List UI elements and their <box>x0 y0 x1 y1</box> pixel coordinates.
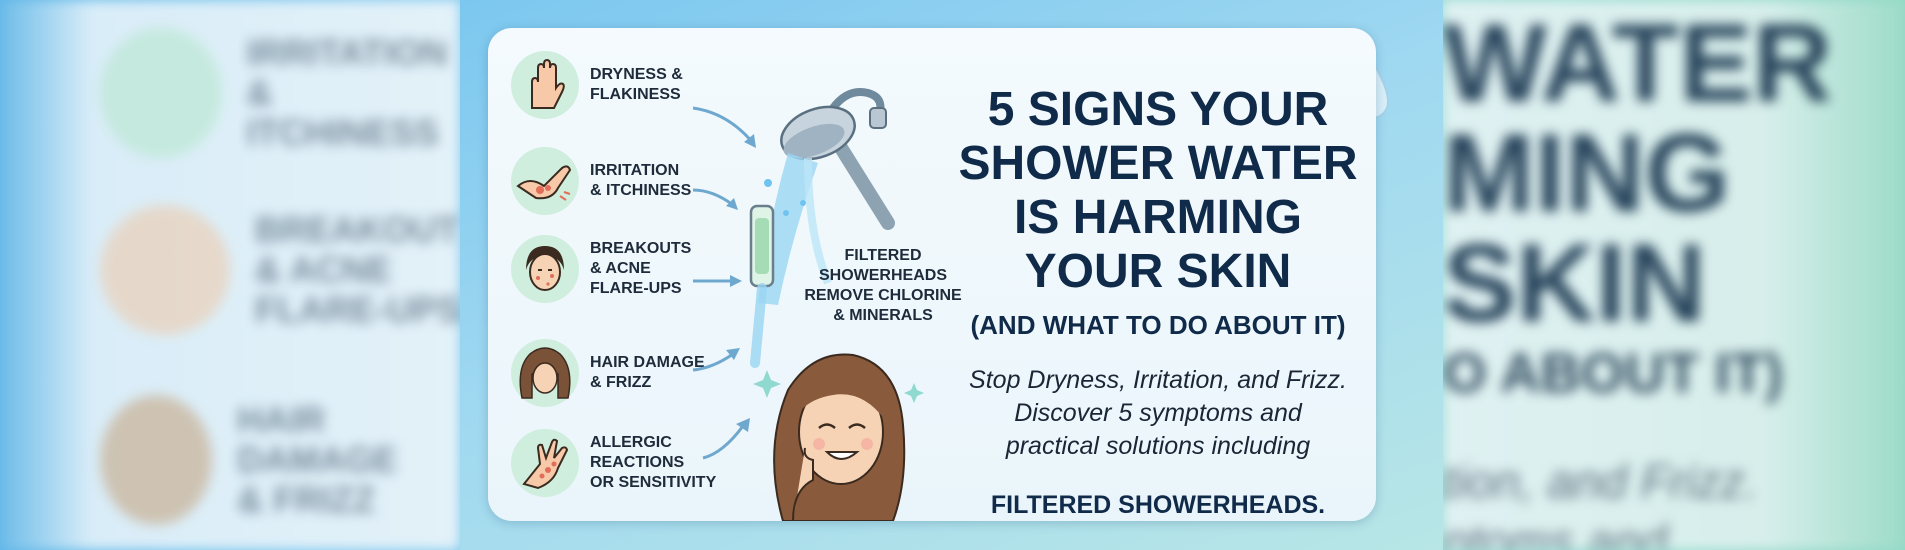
hand-icon <box>511 51 579 119</box>
blurred-background-left: IRRITATION & ITCHINESS BREAKOUTS & ACNE … <box>0 0 460 550</box>
irritated-arm-icon <box>511 147 579 215</box>
rash-hand-icon <box>511 429 579 497</box>
blurred-symptom: BREAKOUTS & ACNE FLARE-UPS <box>100 205 460 335</box>
blurred-background-right: WATER MING SKIN O ABOUT IT) tion, and Fr… <box>1443 0 1905 550</box>
acne-face-icon <box>511 235 579 303</box>
blurred-symptom: HAIR DAMAGE & FRIZZ <box>100 395 460 525</box>
acne-face-icon <box>100 205 230 335</box>
arrow-icon <box>692 106 756 148</box>
irritated-arm-icon <box>100 28 222 158</box>
page-title: 5 SIGNS YOUR SHOWER WATER IS HARMING YOU… <box>958 83 1358 298</box>
smiling-woman-icon <box>753 353 924 521</box>
blurred-symptom: IRRITATION & ITCHINESS <box>100 28 460 158</box>
page-subtitle: (AND WHAT TO DO ABOUT IT) <box>970 310 1346 340</box>
arrow-icon <box>702 418 750 460</box>
symptom-allergic: ALLERGIC REACTIONS OR SENSITIVITY <box>510 428 730 498</box>
arrow-icon <box>692 188 738 210</box>
description-text: Stop Dryness, Irritation, and Frizz. Dis… <box>969 366 1347 460</box>
symptom-hair-damage: HAIR DAMAGE & FRIZZ <box>510 338 730 408</box>
infographic-panel: DRYNESS & FLAKINESS IRRITATION & ITCHINE… <box>460 0 1443 550</box>
symptom-irritation: IRRITATION & ITCHINESS <box>510 146 730 216</box>
symptom-label: DRYNESS & FLAKINESS <box>590 66 683 103</box>
arrow-icon <box>692 348 740 372</box>
frizzy-hair-icon <box>511 339 579 407</box>
description-emphasis: FILTERED SHOWERHEADS. <box>990 491 1326 519</box>
filter-note: FILTERED SHOWERHEADS REMOVE CHLORINE & M… <box>804 247 962 324</box>
filter-cartridge-icon <box>749 204 775 368</box>
frizzy-hair-icon <box>100 395 213 525</box>
arrow-icon <box>693 275 742 287</box>
symptom-label: HAIR DAMAGE & FRIZZ <box>590 354 705 391</box>
content-card: DRYNESS & FLAKINESS IRRITATION & ITCHINE… <box>488 28 1376 521</box>
symptom-label: IRRITATION & ITCHINESS <box>590 162 692 199</box>
symptom-dryness: DRYNESS & FLAKINESS <box>510 50 730 120</box>
symptom-label: BREAKOUTS & ACNE FLARE-UPS <box>590 240 692 297</box>
symptom-label: ALLERGIC REACTIONS OR SENSITIVITY <box>590 434 717 491</box>
symptom-breakouts: BREAKOUTS & ACNE FLARE-UPS <box>510 234 730 304</box>
